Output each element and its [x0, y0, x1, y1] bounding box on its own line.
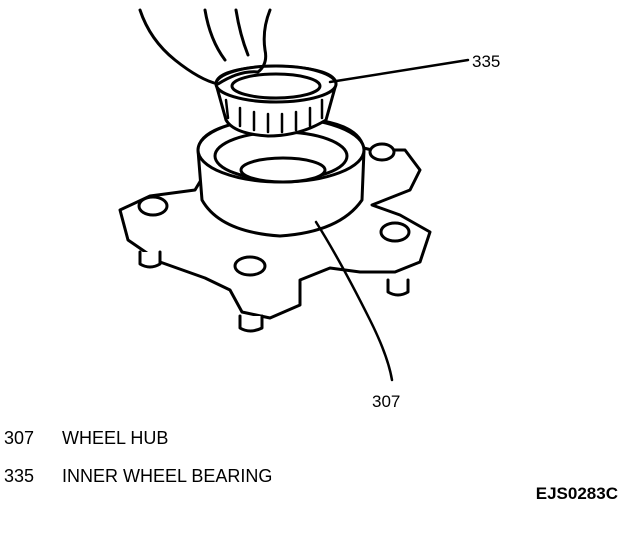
inner-wheel-bearing	[214, 64, 338, 138]
callout-335: 335	[472, 52, 501, 71]
figure-code: EJS0283C	[535, 484, 618, 503]
legend-label: WHEEL HUB	[62, 428, 169, 448]
wheel-studs	[137, 142, 411, 333]
leader-line-307	[314, 220, 394, 382]
hand-illustration	[138, 8, 272, 86]
leader-line-335	[328, 58, 470, 84]
legend-number: 307	[4, 428, 35, 448]
legend-label: INNER WHEEL BEARING	[62, 466, 273, 486]
legend-number: 335	[4, 466, 35, 486]
callout-307: 307	[372, 392, 401, 411]
legend-item-wheel-hub: 307 WHEEL HUB	[4, 428, 168, 449]
legend-item-inner-wheel-bearing: 335 INNER WHEEL BEARING	[4, 466, 272, 487]
